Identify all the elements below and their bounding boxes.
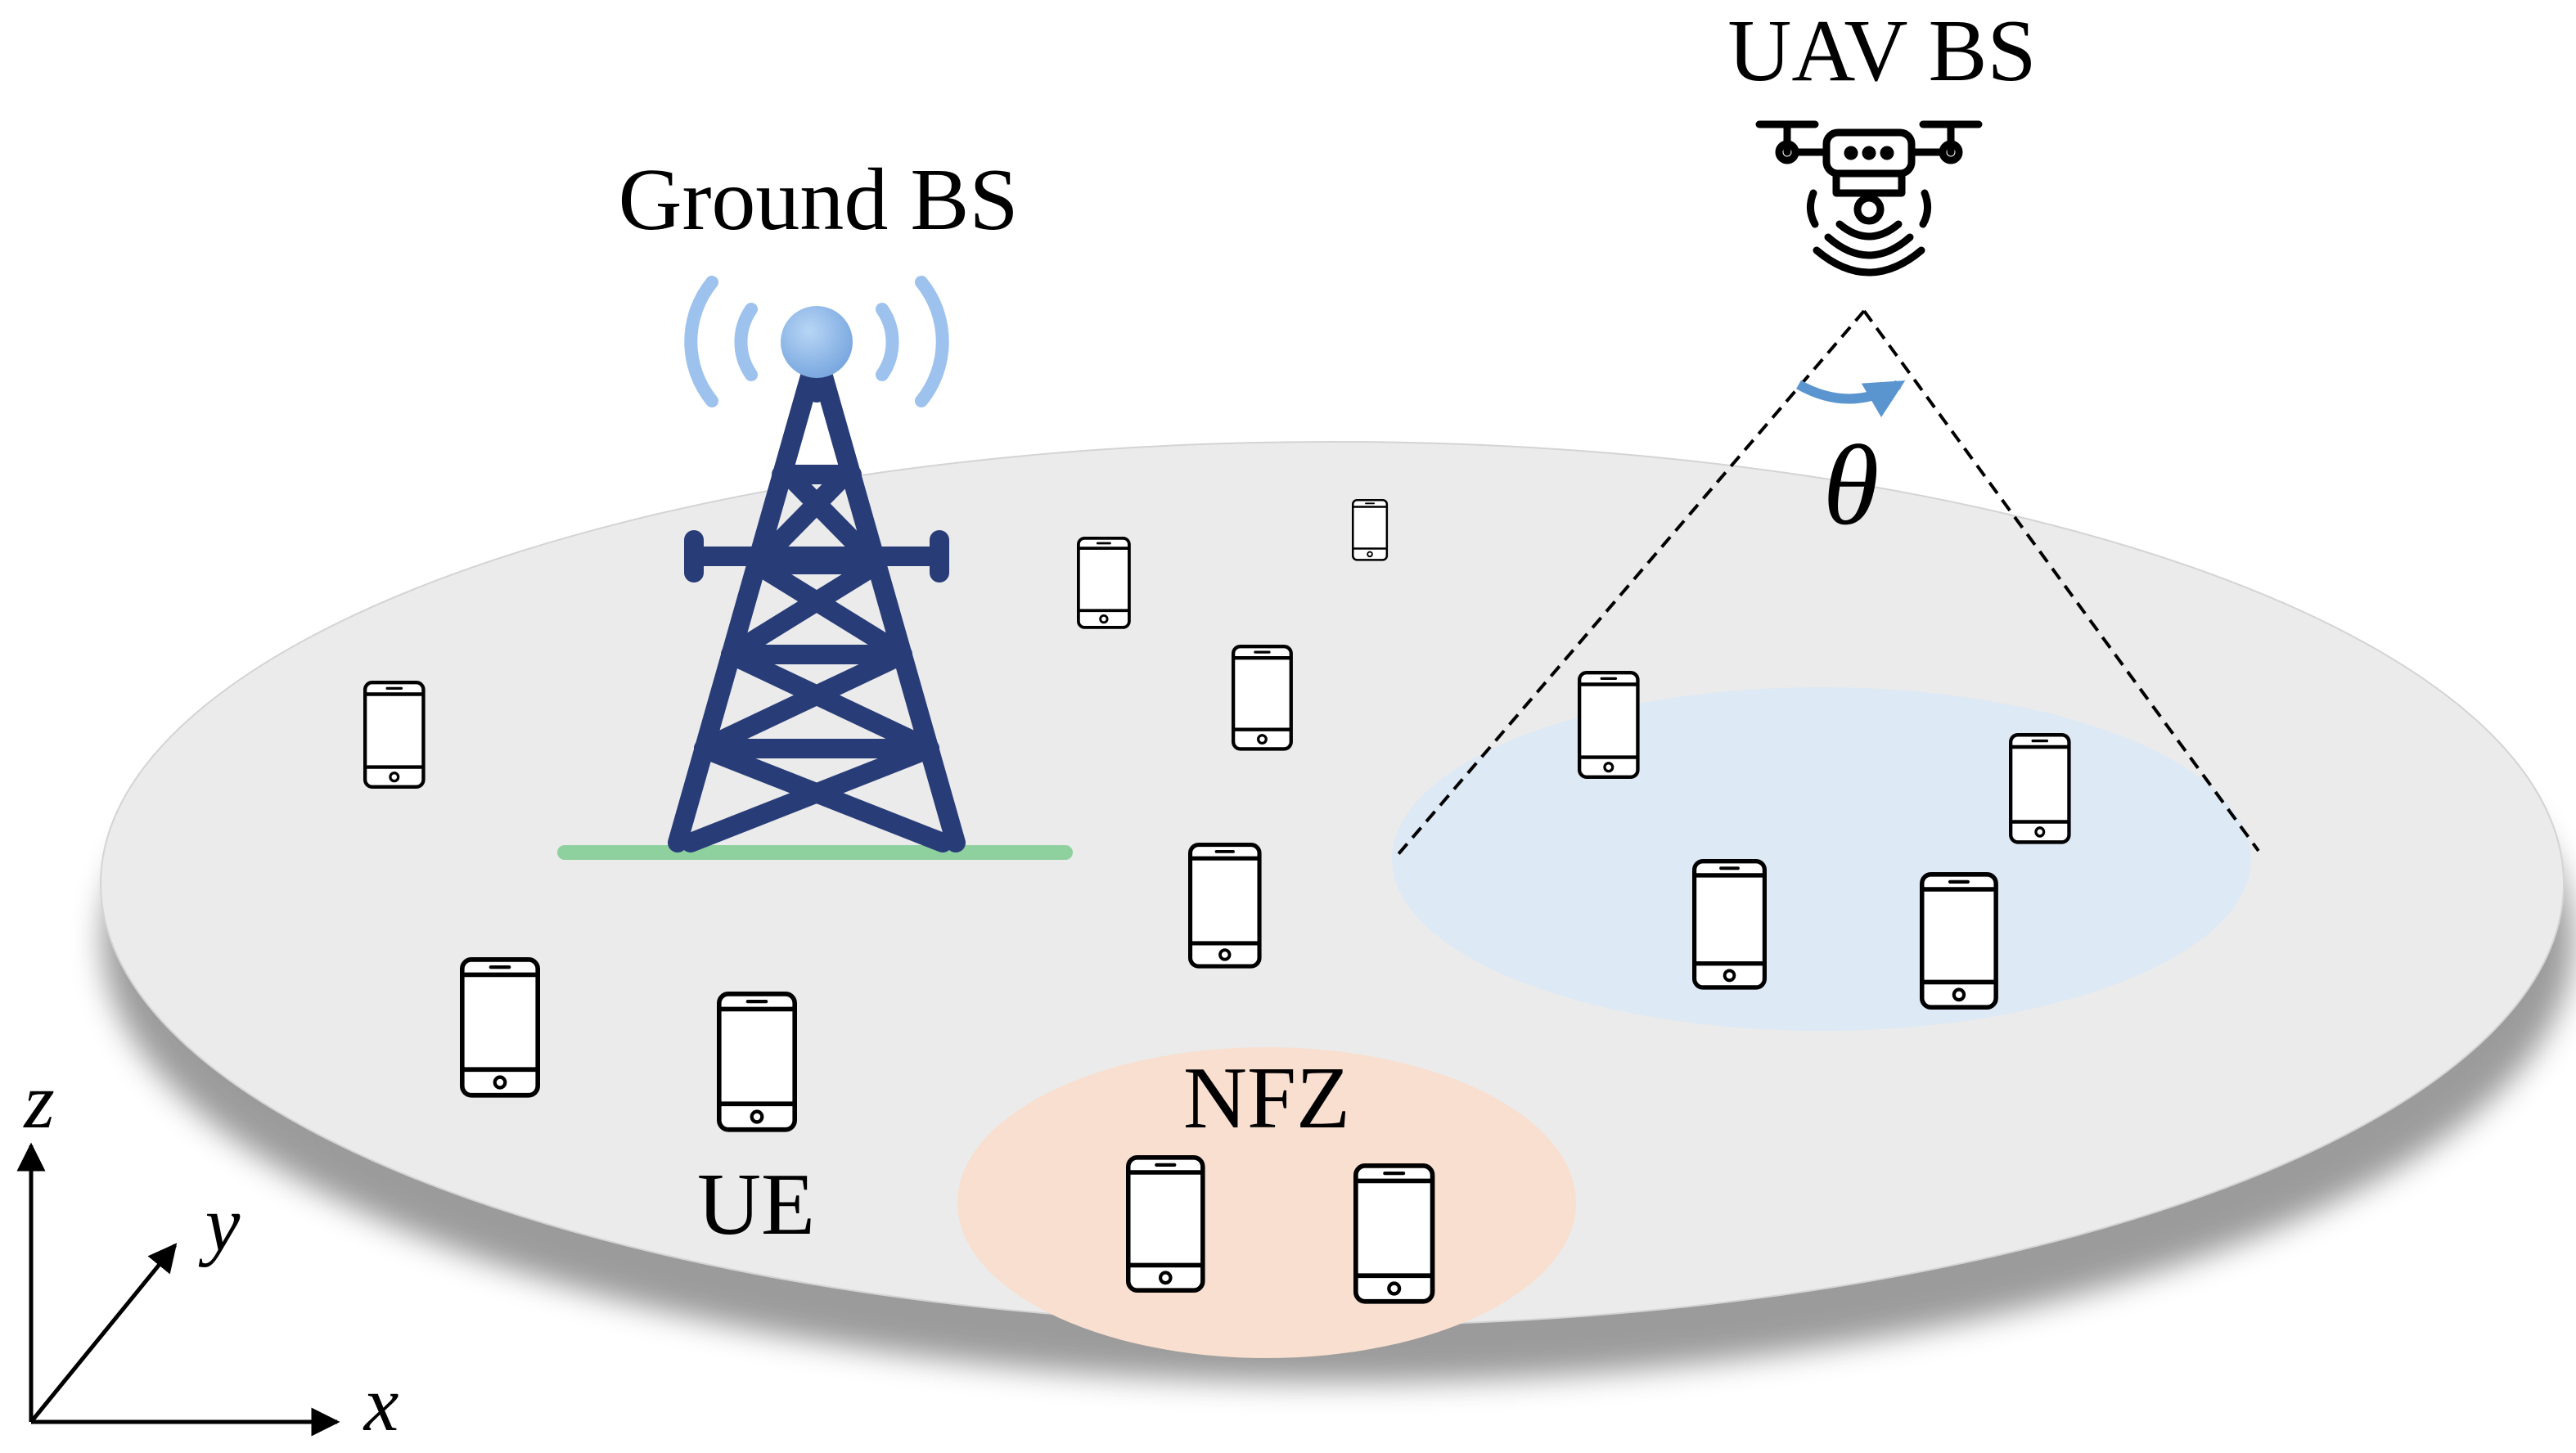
- axis-y-label: y: [198, 1180, 241, 1267]
- cell-tower-icon: [557, 276, 1073, 860]
- smartphone-icon: [719, 994, 795, 1130]
- nfz-label: NFZ: [1183, 1050, 1350, 1147]
- coordinate-axes: [16, 1142, 340, 1437]
- smartphone-icon: [365, 682, 423, 787]
- smartphone-icon: [1352, 499, 1389, 561]
- drone-icon: [1755, 120, 1983, 277]
- uav-bs-label: UAV BS: [1727, 2, 2036, 100]
- axis-x-label: x: [363, 1360, 399, 1447]
- smartphone-icon: [1191, 845, 1259, 966]
- ue-label: UE: [697, 1156, 815, 1253]
- smartphone-icon: [462, 960, 538, 1095]
- ground-bs-label: Ground BS: [618, 151, 1018, 249]
- smartphone-icon: [1579, 673, 1637, 777]
- smartphone-icon: [1922, 875, 1996, 1007]
- uav-beam-cone: [1396, 309, 2260, 857]
- smartphone-icon: [1077, 537, 1131, 629]
- uav-coverage-area: [1392, 687, 2251, 1031]
- theta-label: θ: [1823, 422, 1880, 549]
- angle-arrow: [1796, 380, 1906, 418]
- smartphone-icon: [1695, 861, 1765, 987]
- antenna-ball: [781, 306, 853, 378]
- antenna-waves: [684, 276, 949, 407]
- axis-z-label: z: [22, 1057, 54, 1145]
- smartphone-icon: [2011, 735, 2069, 842]
- smartphone-icon: [1233, 646, 1291, 749]
- smartphone-icon: [1128, 1158, 1203, 1290]
- smartphone-icon: [1356, 1166, 1433, 1302]
